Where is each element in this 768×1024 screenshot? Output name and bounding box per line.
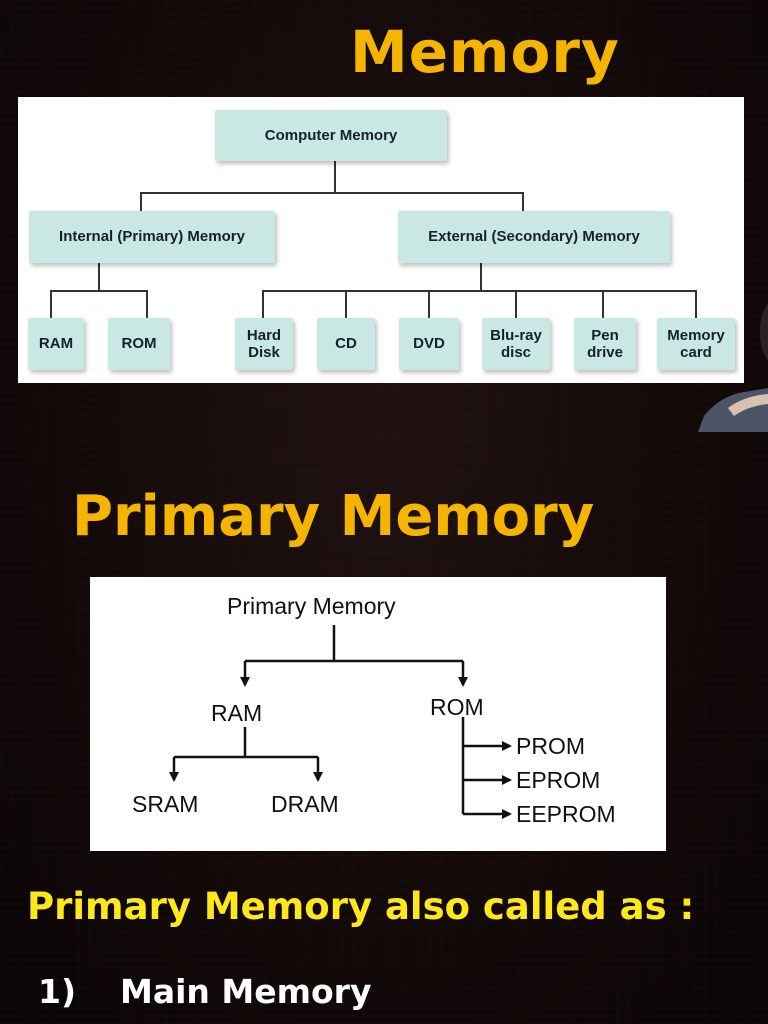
box-pen-drive: Pen drive [574,318,636,370]
connector-line [146,290,148,318]
node-rom: ROM [430,694,484,720]
list-item: 1) Main Memory [38,972,371,1011]
box-memory-card: Memory card [657,318,735,370]
node-sram: SRAM [132,791,199,817]
node-ram: RAM [211,700,263,726]
node-eeprom: EEPROM [516,801,616,827]
connector-line [140,192,524,194]
box-hard-disk: Hard Disk [235,318,293,370]
box-label: RAM [38,335,74,353]
connector-line [50,290,148,292]
box-ram: RAM [28,318,84,370]
box-computer-memory: Computer Memory [215,110,447,161]
connector-line [602,290,604,318]
node-prom: PROM [516,733,585,759]
box-label: External (Secondary) Memory [428,228,640,246]
box-label: Pen drive [587,326,623,361]
connector-line [262,290,697,292]
node-eprom: EPROM [516,767,601,793]
connector-line [140,192,142,212]
connector-line [262,290,264,318]
box-label: DVD [413,335,445,353]
box-label: Memory card [667,326,725,361]
box-blu-ray-disc: Blu-ray disc [482,318,550,370]
connector-line [522,192,524,212]
box-rom: ROM [108,318,170,370]
box-label: CD [335,335,357,353]
primary-memory-connectors [169,625,512,819]
box-external-memory: External (Secondary) Memory [398,211,670,263]
box-label: ROM [121,335,157,353]
box-dvd: DVD [399,318,459,370]
list-item-text: Main Memory [120,972,372,1011]
connector-line [345,290,347,318]
node-primary-memory: Primary Memory [227,593,396,619]
section-title: Primary Memory [72,484,595,549]
connector-line [515,290,517,318]
subtitle: Primary Memory also called as : [27,885,695,928]
connector-line [480,263,482,291]
node-dram: DRAM [271,791,339,817]
primary-memory-diagram: Primary Memory RAM ROM SRAM DRAM PROM EP… [90,577,666,851]
connector-line [428,290,430,318]
presenter-video [698,280,768,432]
box-label: Internal (Primary) Memory [59,228,245,246]
connector-line [695,290,697,318]
list-item-number: 1) [38,972,77,1011]
presenter-silhouette-icon [698,303,768,432]
box-label: Computer Memory [264,126,398,144]
box-cd: CD [317,318,375,370]
connector-line [98,263,100,291]
connector-line [334,161,336,193]
computer-memory-diagram: Computer Memory Internal (Primary) Memor… [18,97,744,383]
box-label: Hard Disk [246,326,282,361]
box-label: Blu-ray disc [490,326,542,361]
page-title: Memory [350,18,620,86]
connector-line [50,290,52,318]
box-internal-memory: Internal (Primary) Memory [29,211,275,263]
